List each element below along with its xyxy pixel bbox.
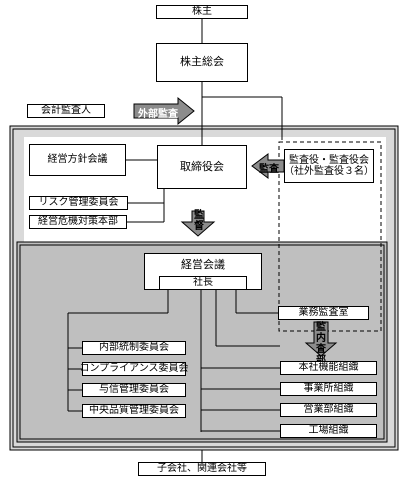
general-meeting-box: 株主総会 [156, 43, 248, 82]
auditors-box: 監査役・監査役会 （社外監査役３名） [284, 149, 374, 183]
auditors-subtitle: （社外監査役３名） [284, 166, 374, 177]
supervision-label: 監督 [194, 210, 204, 232]
external-audit-label: 外部監査 [138, 109, 178, 120]
audit-arrow [251, 153, 285, 179]
connectors [67, 18, 283, 462]
president-box: 社長 [159, 276, 247, 290]
external-audit-arrow [133, 96, 195, 126]
factory-box: 工場組織 [280, 424, 377, 438]
compliance-committee-box: コンプライアンス委員会 [79, 362, 189, 376]
company-frame-inner [12, 128, 396, 448]
auditors-title: 監査役・監査役会 [289, 154, 369, 166]
accounting-auditor-box: 会計監査人 [27, 104, 105, 118]
crisis-hq-box: 経営危機対策本部 [29, 215, 127, 229]
execution-panel-inner [19, 244, 385, 440]
board-box: 取締役会 [157, 145, 247, 189]
internal-audit-arrow [304, 321, 338, 357]
credit-committee-box: 与信管理委員会 [82, 383, 186, 397]
management-council-box: 経営会議 社長 [144, 253, 262, 290]
subsidiaries-box: 子会社、関連会社等 [138, 462, 266, 476]
internal-audit-label: 監内査部 [316, 322, 326, 366]
business-sites-box: 事業所組織 [280, 382, 377, 396]
hq-functions-box: 本社機能組織 [280, 361, 377, 375]
management-council-label: 経営会議 [181, 258, 225, 271]
sales-box: 営業部組織 [280, 403, 377, 417]
audit-label: 監査 [259, 164, 279, 175]
internal-audit-office-box: 業務監査室 [278, 306, 369, 320]
supervision-arrow [180, 210, 216, 237]
auditors-dashed-area [278, 141, 382, 332]
quality-committee-box: 中央品質管理委員会 [82, 404, 186, 418]
policy-council-box: 経営方針会議 [29, 144, 126, 176]
risk-committee-box: リスク管理委員会 [29, 196, 128, 210]
shareholders-box: 株主 [156, 5, 248, 19]
internal-control-committee-box: 内部統制委員会 [82, 341, 186, 355]
